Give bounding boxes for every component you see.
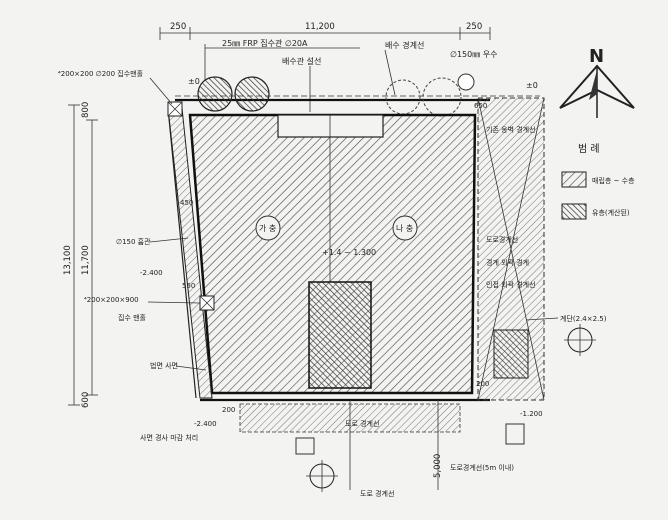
label-box-mid: ⁴200×200×900	[84, 296, 139, 304]
label-right-3: 경계 외곽 경계	[486, 258, 529, 267]
right-labels: 기존 옹벽 경계선 도로경계선 경계 외곽 경계 인접 외곽 경계선 계단(2.…	[433, 125, 607, 490]
label-top-box: ⁴200×200 ∅200 집수맨홀	[58, 69, 144, 78]
dim-right-200: 200	[476, 380, 489, 388]
label-bottom-note: 사면 경사 마감 처리	[140, 433, 198, 442]
label-frp-pipe: 25㎜ FRP 집수관 ∅20A	[222, 38, 308, 48]
right-stair-block	[493, 329, 529, 379]
legend-title: 범 례	[578, 143, 600, 155]
bottom-boundary: 도로 경계선 도로 경계선	[200, 398, 490, 498]
label-pipe-right: ∅150㎜ 우수	[450, 50, 498, 59]
elev-left-mid: -2.400	[140, 269, 163, 277]
zone-left-label: 가 충	[259, 224, 276, 233]
dim-left-upper: 800	[81, 102, 91, 118]
north-letter: N	[589, 46, 604, 67]
label-overflow: 배수관 설선	[282, 56, 321, 66]
pump-symbol	[457, 73, 475, 91]
tank-2	[234, 76, 270, 112]
tank-3	[385, 79, 421, 115]
tank-1	[197, 76, 233, 112]
dim-top-left: 250	[170, 22, 186, 32]
left-dimensions: 13,100 11,700 800 600 450 550 200	[63, 102, 235, 414]
label-drain-line: 배수 경계선	[385, 40, 424, 50]
elev-top-left: ±0	[188, 77, 200, 86]
label-right-2: 도로경계선	[486, 235, 518, 244]
right-column: 650 200	[474, 97, 545, 401]
left-labels: ⁴200×200 ∅200 집수맨홀 ∅150 흄관 -2.400 ⁴200×2…	[58, 69, 217, 442]
label-right-5: 계단(2.4×2.5)	[560, 314, 607, 323]
dim-top-main: 11,200	[305, 22, 335, 32]
zone-labels: 가 충 나 충 +1.4 ~ 1.300	[255, 215, 418, 257]
left-slope	[167, 101, 215, 399]
dim-550: 550	[182, 282, 195, 290]
elev-right-lower: -1.200	[520, 410, 543, 418]
core-block	[308, 281, 372, 389]
dim-left-inner: 11,700	[81, 245, 91, 275]
label-slope: 법면 사면	[150, 361, 178, 370]
zone-right-label: 나 충	[396, 224, 413, 233]
dim-right-top: 650	[474, 102, 487, 110]
label-right-1: 기존 옹벽 경계선	[486, 125, 536, 134]
top-dimension-line: 250 11,200 250	[159, 22, 491, 40]
label-pipe: ∅150 흄관	[116, 237, 151, 246]
dim-450: 450	[180, 199, 193, 207]
label-bottom-right-note: 도로경계선(5m 이내)	[450, 463, 514, 472]
legend-item-2: 유층(계산된)	[592, 208, 630, 217]
dim-top-right: 250	[466, 22, 482, 32]
elev-left-bottom: -2.400	[194, 420, 217, 428]
bottom-symbols	[295, 423, 525, 455]
tank-4	[422, 77, 462, 117]
dim-left-overall: 13,100	[63, 245, 73, 275]
top-pipe-labels: 25㎜ FRP 집수관 ∅20A 배수관 설선 배수 경계선 ∅150㎜ 우수 …	[188, 38, 538, 112]
dim-200: 200	[222, 406, 235, 414]
legend-swatch-2	[561, 203, 587, 220]
label-bottom-center: 도로 경계선	[345, 419, 379, 428]
top-opening	[277, 114, 384, 138]
tanks	[197, 73, 475, 117]
center-elevation: +1.4 ~ 1.300	[322, 248, 376, 257]
building-footprint	[188, 113, 477, 395]
dim-bottom-right: 5,000	[433, 454, 443, 478]
legend: 범 례 매립층 ~ 수층 유층(계산된)	[561, 143, 635, 220]
label-box-mid-sub: 집수 맨홀	[118, 313, 147, 322]
dim-left-lower: 600	[81, 392, 91, 408]
legend-item-1: 매립층 ~ 수층	[592, 176, 635, 185]
elev-top-right: ±0	[526, 81, 538, 90]
north-arrow: N	[559, 46, 635, 118]
label-right-4: 인접 외곽 경계선	[486, 280, 536, 289]
legend-swatch-1	[561, 171, 587, 188]
label-bottom-center2: 도로 경계선	[360, 489, 394, 498]
